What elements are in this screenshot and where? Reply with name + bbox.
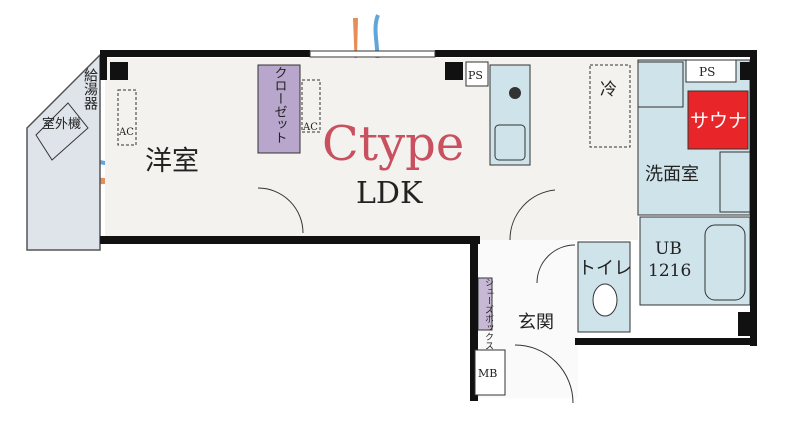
fridge-label: 冷 <box>600 80 617 100</box>
ac-label-2: AC <box>302 122 318 133</box>
unit-bath-label: UB <box>655 239 682 259</box>
type-label: Ctype <box>322 116 464 172</box>
ac-label-1: AC <box>118 127 134 138</box>
ps-label-left: PS <box>468 69 483 82</box>
mb-box <box>474 349 506 396</box>
toilet-icon <box>592 283 618 317</box>
water-heater-label: 給湯器 <box>82 68 98 110</box>
door-swing-toilet <box>536 244 576 284</box>
closet-label: クローゼット <box>272 66 288 144</box>
ac-unit-1 <box>117 89 137 146</box>
ldk-floor <box>258 58 638 240</box>
ps-label-right: PS <box>699 65 715 79</box>
door-swing-ldk <box>509 189 556 241</box>
stove-icon <box>509 87 521 99</box>
unit-bath <box>639 216 751 306</box>
sauna-label: サウナ <box>690 110 747 132</box>
ldk-label: LDK <box>356 176 423 211</box>
washing-machine-pan <box>637 61 684 108</box>
toilet-label: トイレ <box>578 258 632 279</box>
bathtub <box>704 224 746 301</box>
western-room-floor <box>105 58 265 240</box>
ps-box-left <box>465 61 489 87</box>
door-swing-western <box>257 187 304 234</box>
outdoor-unit-label: 室外機 <box>42 116 81 132</box>
shoebox-label: シューズボックス <box>483 278 494 350</box>
fridge-space <box>589 64 631 148</box>
sauna <box>687 90 749 150</box>
balcony <box>26 53 101 251</box>
western-room-label: 洋室 <box>145 146 199 177</box>
door-swing-entrance <box>514 344 574 404</box>
window-top <box>309 50 436 58</box>
mb-label: MB <box>478 367 497 380</box>
walls <box>100 50 757 401</box>
unit-bath-size-label: 1216 <box>648 261 691 281</box>
entrance-label: 玄関 <box>518 312 554 333</box>
closet <box>257 64 301 154</box>
ps-box-right <box>685 59 737 83</box>
kitchen-counter <box>489 64 531 166</box>
washroom-label: 洗面室 <box>645 164 699 185</box>
outdoor-unit <box>35 102 89 161</box>
sink-icon <box>494 124 526 161</box>
washbasin <box>719 151 751 213</box>
